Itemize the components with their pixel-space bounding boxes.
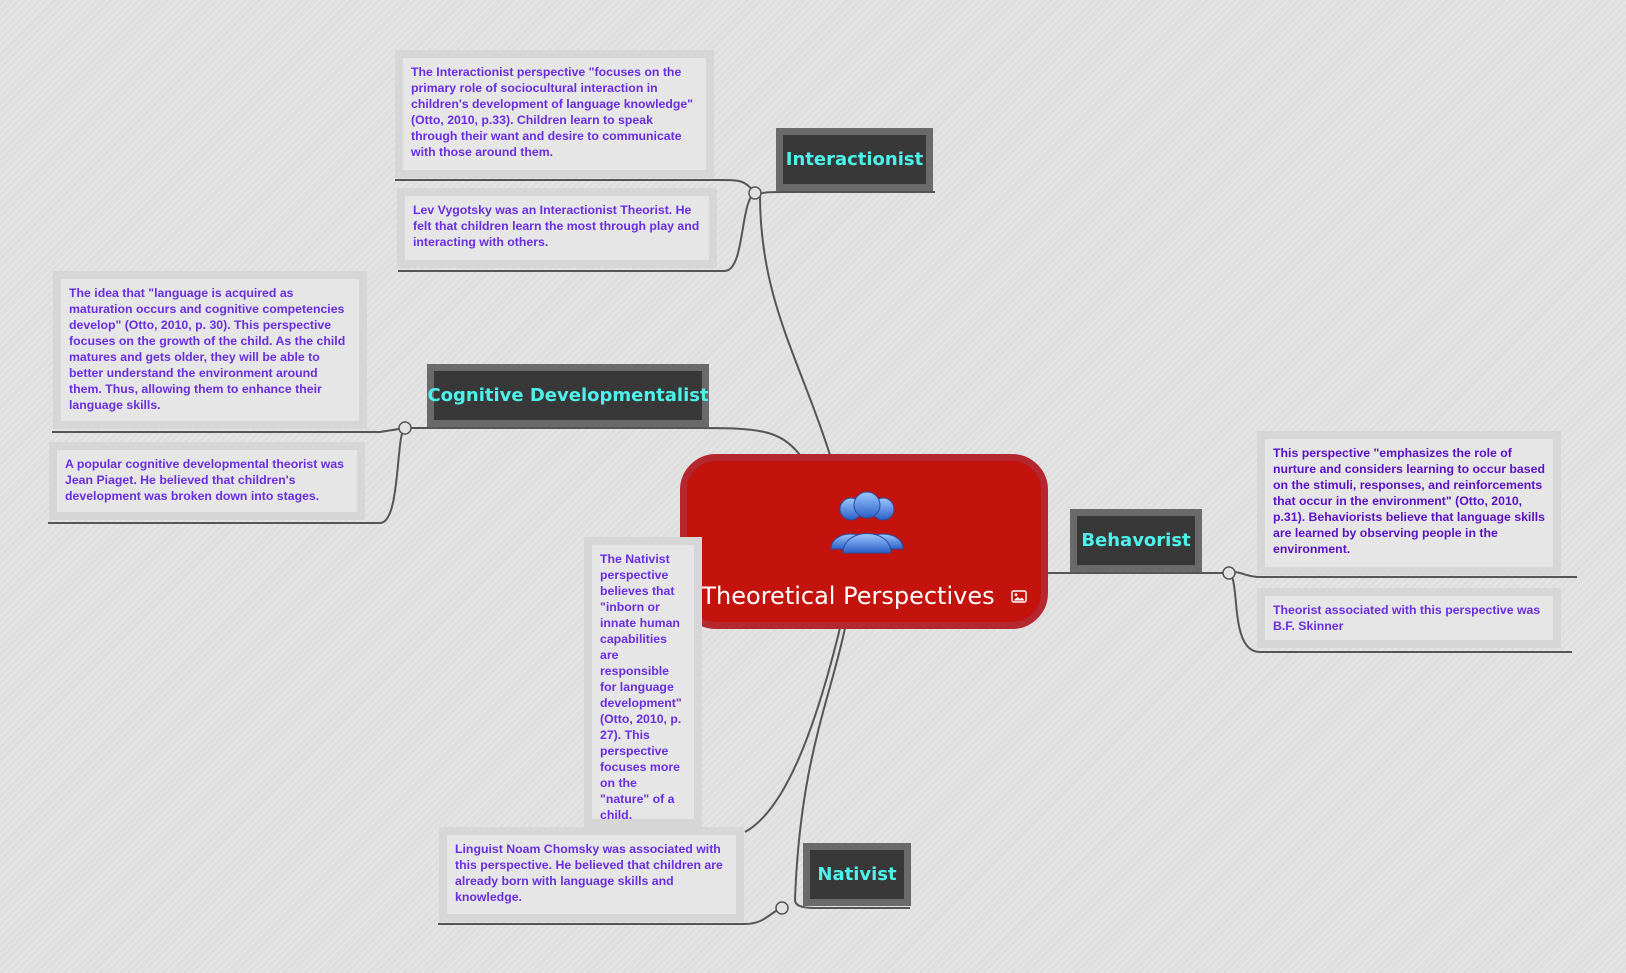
image-icon[interactable]: [1010, 589, 1027, 603]
note-text: Linguist Noam Chomsky was associated wit…: [455, 842, 723, 904]
note-text: Lev Vygotsky was an Interactionist Theor…: [413, 203, 700, 249]
note-text: This perspective "emphasizes the role of…: [1273, 446, 1545, 556]
topic-cognitive-developmentalist-label: Cognitive Developmentalist: [427, 371, 709, 420]
topic-nativist-label: Nativist: [810, 850, 904, 899]
note-interactionist-definition[interactable]: The Interactionist perspective "focuses …: [395, 50, 714, 178]
note-interactionist-theorist[interactable]: Lev Vygotsky was an Interactionist Theor…: [397, 188, 717, 268]
behaviorist-connector-dot[interactable]: [1222, 566, 1236, 580]
topic-cognitive-developmentalist[interactable]: Cognitive Developmentalist: [427, 364, 709, 427]
note-text: The Nativist perspective believes that "…: [600, 552, 682, 822]
note-behaviorist-definition[interactable]: This perspective "emphasizes the role of…: [1257, 431, 1561, 575]
note-cognitive-definition[interactable]: The idea that "language is acquired as m…: [53, 271, 367, 429]
interactionist-connector-dot[interactable]: [748, 186, 762, 200]
note-nativist-definition[interactable]: The Nativist perspective believes that "…: [584, 537, 702, 827]
topic-interactionist-label: Interactionist: [783, 135, 926, 184]
central-topic[interactable]: Theoretical Perspectives: [680, 454, 1048, 629]
note-nativist-theorist[interactable]: Linguist Noam Chomsky was associated wit…: [439, 827, 744, 922]
topic-behaviorist[interactable]: Behavorist: [1070, 509, 1202, 572]
note-text: The Interactionist perspective "focuses …: [411, 65, 694, 159]
note-cognitive-theorist[interactable]: A popular cognitive developmental theori…: [49, 442, 365, 520]
topic-behaviorist-label: Behavorist: [1077, 516, 1195, 565]
nativist-connector-dot[interactable]: [775, 901, 789, 915]
topic-nativist[interactable]: Nativist: [803, 843, 911, 906]
cognitive-connector-dot[interactable]: [398, 421, 412, 435]
topic-interactionist[interactable]: Interactionist: [776, 128, 933, 191]
people-group-icon: [830, 491, 904, 554]
note-text: Theorist associated with this perspectiv…: [1273, 603, 1541, 633]
note-text: The idea that "language is acquired as m…: [69, 286, 346, 412]
central-topic-title: Theoretical Perspectives: [701, 582, 995, 610]
note-text: A popular cognitive developmental theori…: [65, 457, 345, 503]
note-behaviorist-theorist[interactable]: Theorist associated with this perspectiv…: [1257, 588, 1561, 648]
